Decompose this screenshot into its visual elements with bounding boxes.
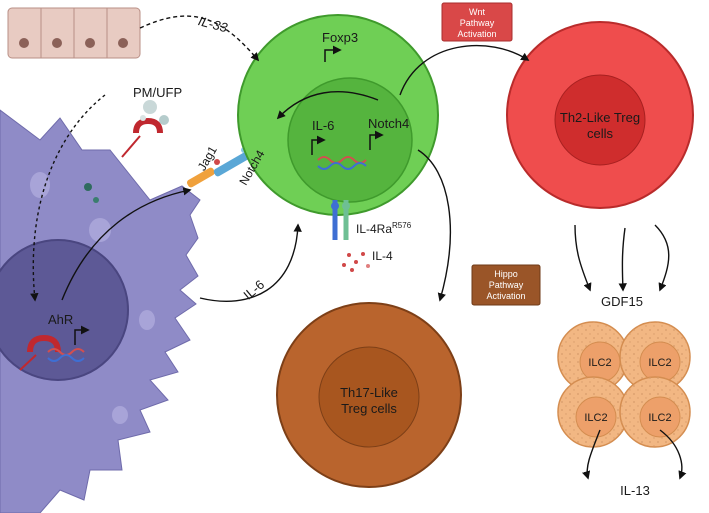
ilc2-cells xyxy=(557,321,691,448)
hippo-pathway-box: Hippo Pathway Activation xyxy=(471,264,541,306)
ahr-label: AhR xyxy=(48,312,73,327)
treg-to-th17-arrow xyxy=(417,149,452,302)
th2-label-line1: Th2-Like Treg xyxy=(560,110,640,125)
il4ra-receptor xyxy=(331,200,370,272)
il13-label: IL-13 xyxy=(620,483,650,498)
svg-text:Pathway: Pathway xyxy=(489,280,524,290)
ilc2-label: ILC2 xyxy=(648,412,671,424)
svg-text:Wnt: Wnt xyxy=(469,7,486,17)
il4-label: IL-4 xyxy=(372,249,393,263)
th2-to-gdf15-arrow-1 xyxy=(574,224,592,292)
ilc2-label: ILC2 xyxy=(648,357,671,369)
pm-ufp-receptor xyxy=(121,100,169,158)
wnt-pathway-box: Wnt Pathway Activation xyxy=(441,2,513,42)
ahr-receptor xyxy=(19,325,90,371)
th2-like-treg-cell xyxy=(506,21,694,209)
dendritic-cell xyxy=(0,109,201,513)
il6-outer-label: IL-6 xyxy=(240,277,267,303)
pm-ufp-label: PM/UFP xyxy=(133,85,182,100)
th2-label-line2: cells xyxy=(587,126,614,141)
svg-text:Activation: Activation xyxy=(457,29,496,39)
svg-text:Hippo: Hippo xyxy=(494,269,518,279)
svg-text:Pathway: Pathway xyxy=(460,18,495,28)
epithelial-cells xyxy=(7,7,141,59)
th2-to-gdf15-arrow-2 xyxy=(618,227,627,292)
il6-to-treg-arrow xyxy=(199,223,302,302)
foxp3-label: Foxp3 xyxy=(322,30,358,45)
pm-ufp-to-ahr-arrow xyxy=(30,94,106,302)
ilc2-label: ILC2 xyxy=(584,412,607,424)
ilc2-to-il13-arrow-1 xyxy=(582,429,601,480)
il33-label: IL-33 xyxy=(197,13,230,35)
ilc2-label: ILC2 xyxy=(588,357,611,369)
ilc2-cell xyxy=(619,321,691,393)
arrows xyxy=(30,15,687,480)
notch4-inner-label: Notch4 xyxy=(368,116,409,131)
gdf15-label: GDF15 xyxy=(601,294,643,309)
ilc2-cell xyxy=(557,376,629,448)
il33-arrow xyxy=(139,15,260,62)
ahr-to-jag1-arrow xyxy=(61,187,192,301)
treg-dna xyxy=(311,45,384,170)
th17-label-line2: Treg cells xyxy=(341,401,397,416)
il4ra-label: IL-4RaR576 xyxy=(356,221,412,236)
th17-like-treg-cell xyxy=(276,302,462,488)
il6-inner-label: IL-6 xyxy=(312,118,334,133)
th2-to-gdf15-arrow-3 xyxy=(654,224,670,292)
notch4-to-notch4-arrow xyxy=(276,91,379,120)
ilc2-to-il13-arrow-2 xyxy=(659,429,687,480)
svg-text:Activation: Activation xyxy=(486,291,525,301)
ilc2-cell xyxy=(619,376,691,448)
th17-label-line1: Th17-Like xyxy=(340,385,398,400)
treg-to-th2-arrow xyxy=(399,44,530,96)
treg-cell xyxy=(237,14,439,216)
